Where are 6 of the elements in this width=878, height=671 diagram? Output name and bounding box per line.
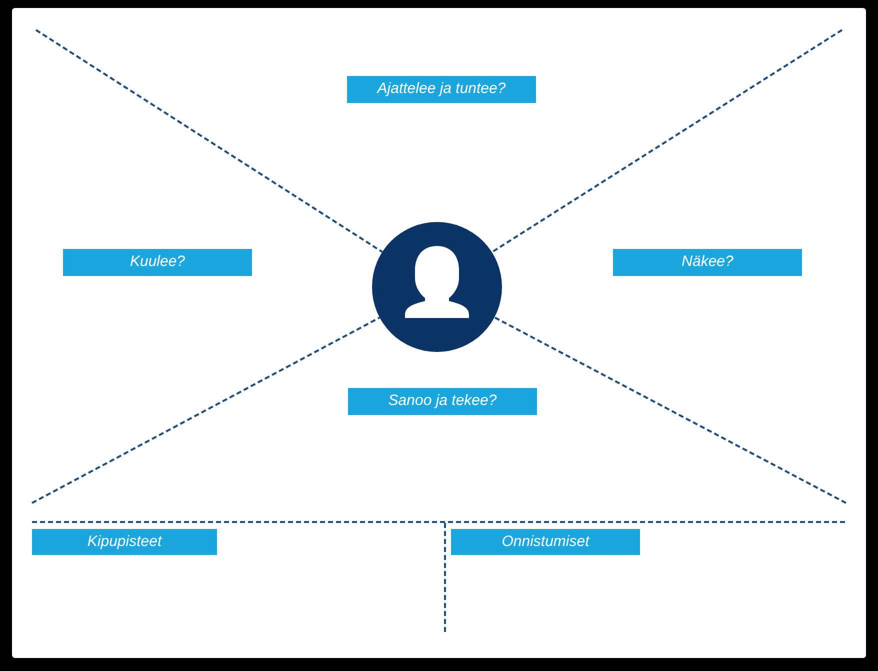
label-box: Sanoo ja tekee?	[348, 388, 537, 415]
label-box: Kipupisteet	[32, 529, 217, 555]
label-box: Näkee?	[613, 249, 802, 276]
label-box: Kuulee?	[63, 249, 252, 276]
label-box: Onnistumiset	[451, 529, 640, 555]
label-box: Ajattelee ja tuntee?	[347, 76, 536, 103]
